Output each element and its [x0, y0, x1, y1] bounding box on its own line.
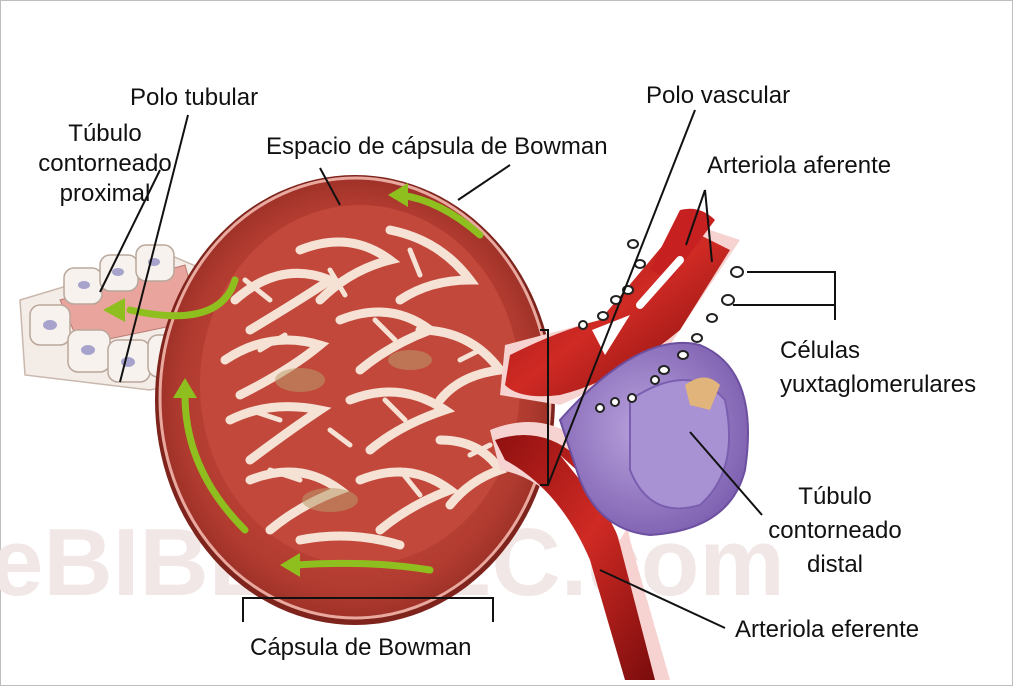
label-tubulo-proximal-line2: contorneado — [20, 150, 190, 178]
label-tubulo-proximal: Túbulo contorneado proximal — [20, 120, 190, 208]
label-tubulo-distal-line1: Túbulo — [750, 483, 920, 511]
label-arteriola-eferente: Arteriola eferente — [735, 616, 919, 644]
label-tubulo-proximal-line3: proximal — [20, 180, 190, 208]
label-tubulo-distal-line3: distal — [750, 551, 920, 579]
label-polo-vascular: Polo vascular — [646, 82, 790, 110]
glomerulus — [200, 205, 520, 565]
juxta-bracket — [733, 272, 835, 320]
label-celulas-line1: Células — [780, 337, 976, 365]
label-celulas-yuxta: Células yuxtaglomerulares — [780, 337, 976, 399]
label-tubulo-distal: Túbulo contorneado distal — [750, 483, 920, 579]
label-tubulo-proximal-line1: Túbulo — [20, 120, 190, 148]
label-celulas-line2: yuxtaglomerulares — [780, 371, 976, 399]
label-arteriola-aferente: Arteriola aferente — [707, 152, 891, 180]
label-tubulo-distal-line2: contorneado — [750, 517, 920, 545]
label-espacio-capsula: Espacio de cápsula de Bowman — [266, 133, 608, 161]
label-capsula-bowman: Cápsula de Bowman — [250, 634, 471, 662]
label-polo-tubular: Polo tubular — [130, 84, 258, 112]
